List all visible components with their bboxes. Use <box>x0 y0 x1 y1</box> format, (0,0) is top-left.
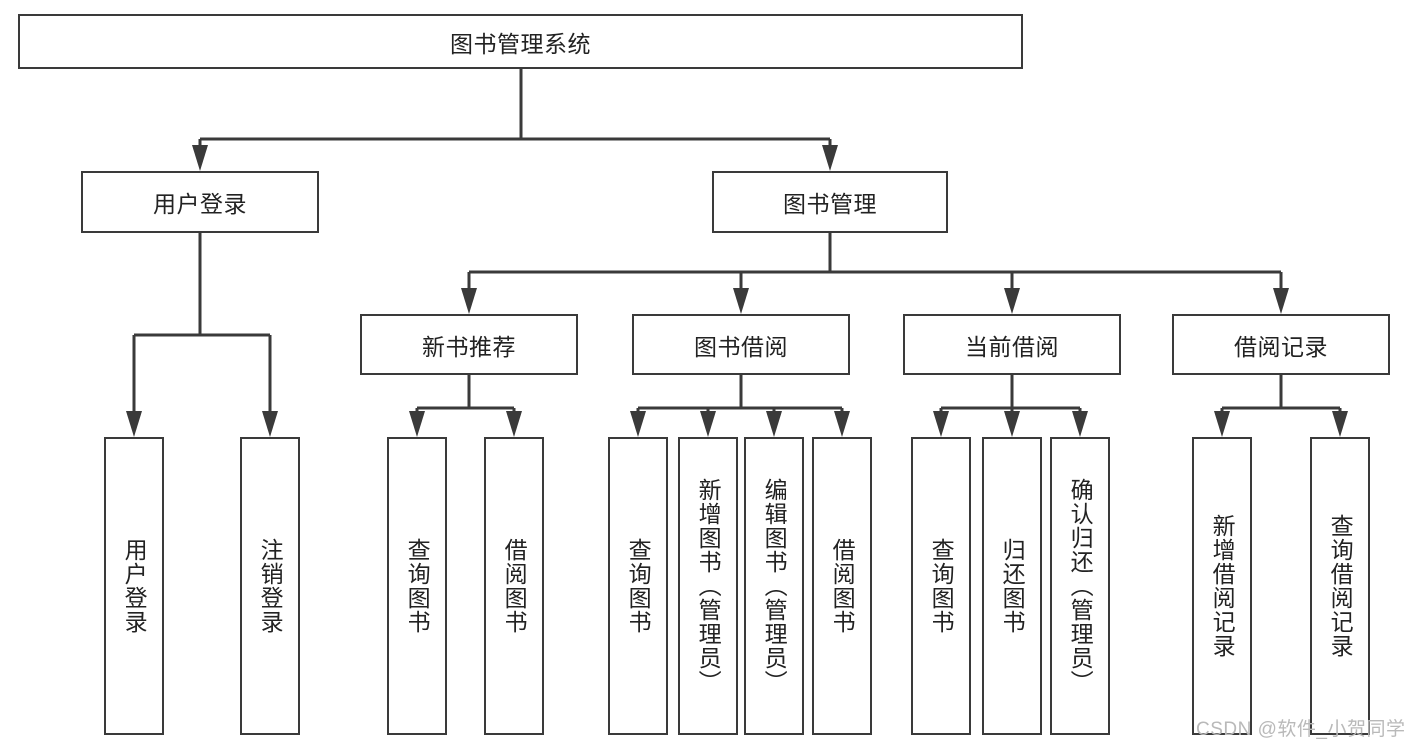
arrow-bookmanage-0 <box>461 288 477 314</box>
arrow-group-0-1 <box>262 411 278 437</box>
arrow-group-0-0 <box>126 411 142 437</box>
arrow-bookmanage-2 <box>1004 288 1020 314</box>
arrow-root-1 <box>822 145 838 171</box>
node-leaf-add-book: 新增图书（管理员） <box>678 437 738 735</box>
node-label-book-manage: 图书管理 <box>783 191 877 217</box>
node-leaf-return-book: 归还图书 <box>982 437 1042 735</box>
node-leaf-query-book-3: 查询图书 <box>911 437 971 735</box>
node-current-borrow: 当前借阅 <box>903 314 1121 375</box>
node-label-root: 图书管理系统 <box>450 30 591 57</box>
node-leaf-query-book-2: 查询图书 <box>608 437 668 735</box>
node-label-leaf-query-book-2: 查询图书 <box>625 538 652 634</box>
node-leaf-query-book-1: 查询图书 <box>387 437 447 735</box>
node-label-user-login: 用户登录 <box>153 191 247 217</box>
node-label-leaf-add-book: 新增图书（管理员） <box>695 478 722 694</box>
node-label-leaf-query-book-1: 查询图书 <box>404 538 431 634</box>
arrow-group-2-0 <box>630 411 646 437</box>
node-leaf-borrow-book-1: 借阅图书 <box>484 437 544 735</box>
arrow-group-2-2 <box>766 411 782 437</box>
node-label-book-borrow: 图书借阅 <box>694 333 788 360</box>
arrow-group-4-1 <box>1332 411 1348 437</box>
node-leaf-edit-book: 编辑图书（管理员） <box>744 437 804 735</box>
node-borrow-record: 借阅记录 <box>1172 314 1390 375</box>
node-book-manage: 图书管理 <box>712 171 948 233</box>
arrow-group-2-3 <box>834 411 850 437</box>
arrow-group-2-1 <box>700 411 716 437</box>
node-label-leaf-borrow-book-1: 借阅图书 <box>501 538 528 634</box>
node-root: 图书管理系统 <box>18 14 1023 69</box>
node-label-leaf-confirm-return: 确认归还（管理员） <box>1067 478 1094 694</box>
node-label-leaf-user-login: 用户登录 <box>121 538 148 634</box>
node-leaf-confirm-return: 确认归还（管理员） <box>1050 437 1110 735</box>
node-user-login: 用户登录 <box>81 171 319 233</box>
arrow-group-1-1 <box>506 411 522 437</box>
node-label-leaf-return-book: 归还图书 <box>999 538 1026 634</box>
node-label-leaf-borrow-book-2: 借阅图书 <box>829 538 856 634</box>
node-label-leaf-query-book-3: 查询图书 <box>928 538 955 634</box>
node-book-borrow: 图书借阅 <box>632 314 850 375</box>
node-leaf-query-record: 查询借阅记录 <box>1310 437 1370 735</box>
arrow-bookmanage-3 <box>1273 288 1289 314</box>
arrow-group-3-1 <box>1004 411 1020 437</box>
arrow-group-4-0 <box>1214 411 1230 437</box>
node-label-borrow-record: 借阅记录 <box>1234 333 1328 360</box>
arrow-group-3-2 <box>1072 411 1088 437</box>
arrow-root-0 <box>192 145 208 171</box>
node-leaf-borrow-book-2: 借阅图书 <box>812 437 872 735</box>
watermark-text: CSDN @软件_小贺同学 <box>1196 719 1405 740</box>
node-new-book-rec: 新书推荐 <box>360 314 578 375</box>
node-label-leaf-edit-book: 编辑图书（管理员） <box>761 478 788 694</box>
node-leaf-user-login: 用户登录 <box>104 437 164 735</box>
node-leaf-add-record: 新增借阅记录 <box>1192 437 1252 735</box>
node-label-new-book-rec: 新书推荐 <box>422 333 516 360</box>
node-leaf-logout: 注销登录 <box>240 437 300 735</box>
node-label-current-borrow: 当前借阅 <box>965 333 1059 360</box>
arrow-bookmanage-1 <box>733 288 749 314</box>
node-label-leaf-query-record: 查询借阅记录 <box>1327 514 1354 658</box>
arrow-group-1-0 <box>409 411 425 437</box>
node-label-leaf-add-record: 新增借阅记录 <box>1209 514 1236 658</box>
node-label-leaf-logout: 注销登录 <box>257 538 284 634</box>
arrow-group-3-0 <box>933 411 949 437</box>
